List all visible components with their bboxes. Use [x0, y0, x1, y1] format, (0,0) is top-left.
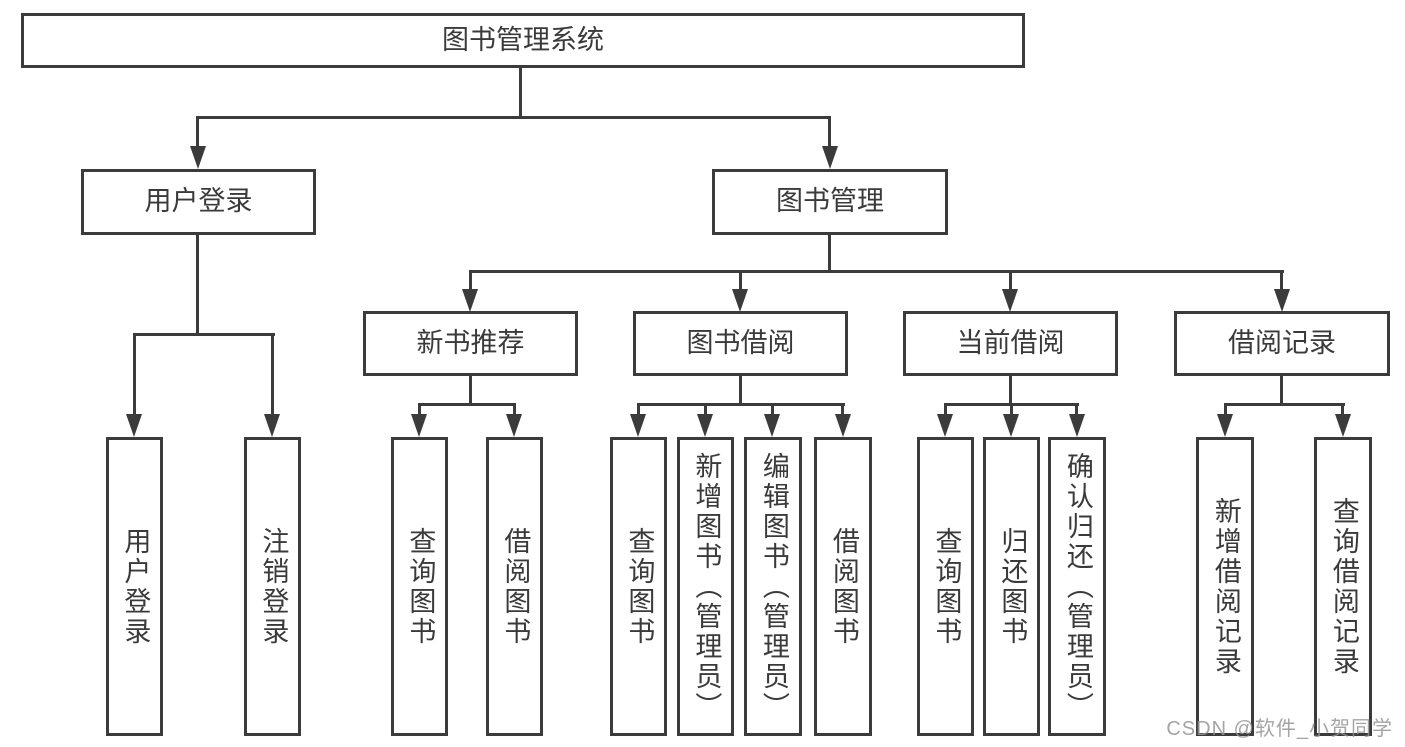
arrow-down-icon	[732, 289, 748, 312]
node-user-login: 用户登录	[81, 169, 316, 235]
node-library-system: 图书管理系统	[21, 13, 1025, 68]
arrow-down-icon	[835, 414, 851, 437]
arrow-down-icon	[1003, 414, 1019, 437]
connector-vline	[1010, 403, 1013, 415]
connector-vline	[1009, 374, 1012, 406]
node-query-books: 查询图书	[610, 437, 667, 736]
connector-vline	[1341, 403, 1344, 415]
connector-vline	[196, 232, 199, 336]
node-return-books: 归还图书	[983, 437, 1040, 736]
connector-vline	[1224, 403, 1227, 415]
connector-vline	[1280, 270, 1283, 290]
arrow-down-icon	[822, 146, 838, 169]
connector-vline	[739, 270, 742, 290]
connector-vline	[519, 66, 522, 118]
node-user-login-leaf: 用户登录	[106, 437, 163, 736]
arrow-down-icon	[506, 414, 522, 437]
node-query-books: 查询图书	[917, 437, 974, 736]
connector-vline	[1280, 374, 1283, 406]
arrow-down-icon	[937, 414, 953, 437]
connector-vline	[828, 116, 831, 148]
arrow-down-icon	[764, 414, 780, 437]
node-book-management: 图书管理	[712, 169, 948, 235]
connector-vline	[469, 270, 472, 290]
connector-vline	[133, 333, 136, 415]
connector-hline	[469, 270, 1284, 273]
node-new-book-recommend: 新书推荐	[363, 311, 578, 376]
connector-vline	[771, 403, 774, 415]
node-add-borrow-record: 新增借阅记录	[1196, 437, 1254, 736]
node-confirm-return-admin: 确认归还（管理员）	[1048, 437, 1106, 736]
arrow-down-icon	[1274, 289, 1290, 312]
connector-vline	[637, 403, 640, 415]
connector-vline	[469, 374, 472, 406]
connector-vline	[739, 374, 742, 406]
arrow-down-icon	[462, 289, 478, 312]
connector-vline	[944, 403, 947, 415]
arrow-down-icon	[1069, 414, 1085, 437]
connector-hline	[133, 333, 275, 336]
connector-vline	[704, 403, 707, 415]
node-logout: 注销登录	[244, 437, 301, 736]
connector-hline	[637, 403, 845, 406]
connector-vline	[271, 333, 274, 415]
node-query-books: 查询图书	[391, 437, 448, 736]
arrow-down-icon	[1335, 414, 1351, 437]
arrow-down-icon	[630, 414, 646, 437]
arrow-down-icon	[411, 414, 427, 437]
arrow-down-icon	[1002, 289, 1018, 312]
node-borrow-books: 借阅图书	[486, 437, 543, 736]
arrow-down-icon	[126, 414, 142, 437]
arrow-down-icon	[697, 414, 713, 437]
connector-hline	[418, 403, 516, 406]
connector-vline	[418, 403, 421, 415]
connector-hline	[1224, 403, 1345, 406]
node-query-borrow-record: 查询借阅记录	[1314, 437, 1372, 736]
node-edit-books-admin: 编辑图书（管理员）	[744, 437, 802, 736]
csdn-watermark: CSDN @软件_小贺同学	[1166, 718, 1393, 740]
node-borrowing-records: 借阅记录	[1174, 311, 1390, 376]
node-add-books-admin: 新增图书（管理员）	[677, 437, 734, 736]
arrow-down-icon	[190, 146, 206, 169]
arrow-down-icon	[264, 414, 280, 437]
connector-hline	[196, 116, 831, 119]
connector-vline	[1009, 270, 1012, 290]
node-borrow-books: 借阅图书	[814, 437, 872, 736]
node-current-borrowing: 当前借阅	[903, 311, 1118, 376]
connector-vline	[513, 403, 516, 415]
connector-vline	[828, 232, 831, 273]
connector-vline	[1075, 403, 1078, 415]
node-book-borrowing: 图书借阅	[633, 311, 848, 376]
connector-vline	[841, 403, 844, 415]
arrow-down-icon	[1217, 414, 1233, 437]
connector-vline	[196, 116, 199, 148]
